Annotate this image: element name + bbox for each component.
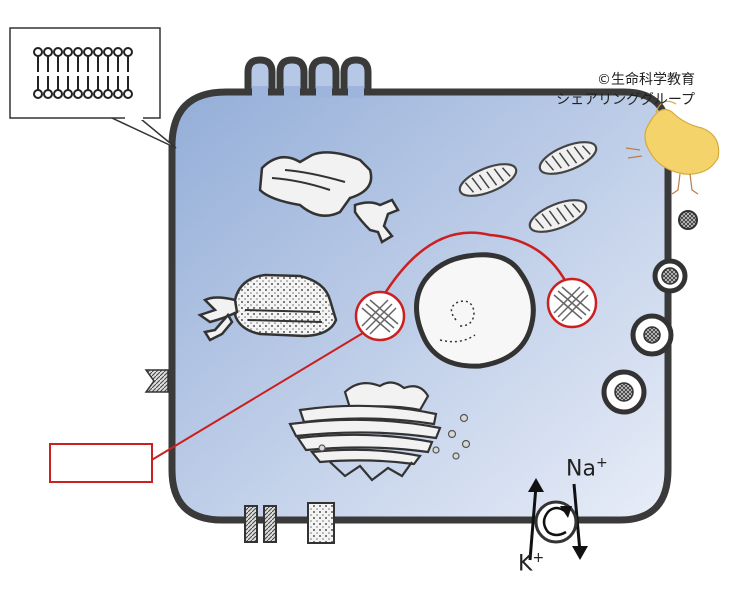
pointer-line: [149, 332, 364, 462]
vesicles: [318, 413, 471, 460]
sodium-symbol: Na: [566, 456, 596, 482]
golgi-apparatus: [288, 381, 442, 482]
potassium-ion-label: K+: [518, 550, 544, 576]
credit-line-1: ©生命科学教育: [597, 72, 695, 88]
mascot-bird-icon: [625, 100, 720, 195]
mitochondria: [458, 141, 598, 233]
answer-box: [49, 443, 153, 483]
exocytosis-vesicles: [601, 210, 698, 415]
potassium-charge: +: [532, 550, 545, 566]
smooth-er: [258, 151, 400, 244]
sodium-ion-label: Na+: [566, 455, 608, 481]
copyright-credit: ©生命科学教育 シェアリンググループ: [515, 70, 695, 110]
phospholipid-bilayer-icon: [33, 47, 133, 99]
membrane-callout: [9, 27, 177, 149]
centriole-right: [546, 277, 598, 329]
centriole-left: [354, 290, 406, 342]
cell-junction-proteins: [244, 502, 335, 544]
sodium-charge: +: [595, 455, 608, 471]
membrane-receptor: [144, 369, 169, 393]
rough-er: [197, 273, 338, 342]
centrosome-link: [380, 231, 574, 299]
na-k-pump: [528, 478, 588, 561]
potassium-symbol: K: [518, 551, 533, 577]
nucleus: [414, 252, 536, 369]
credit-line-2: シェアリンググループ: [556, 92, 695, 108]
